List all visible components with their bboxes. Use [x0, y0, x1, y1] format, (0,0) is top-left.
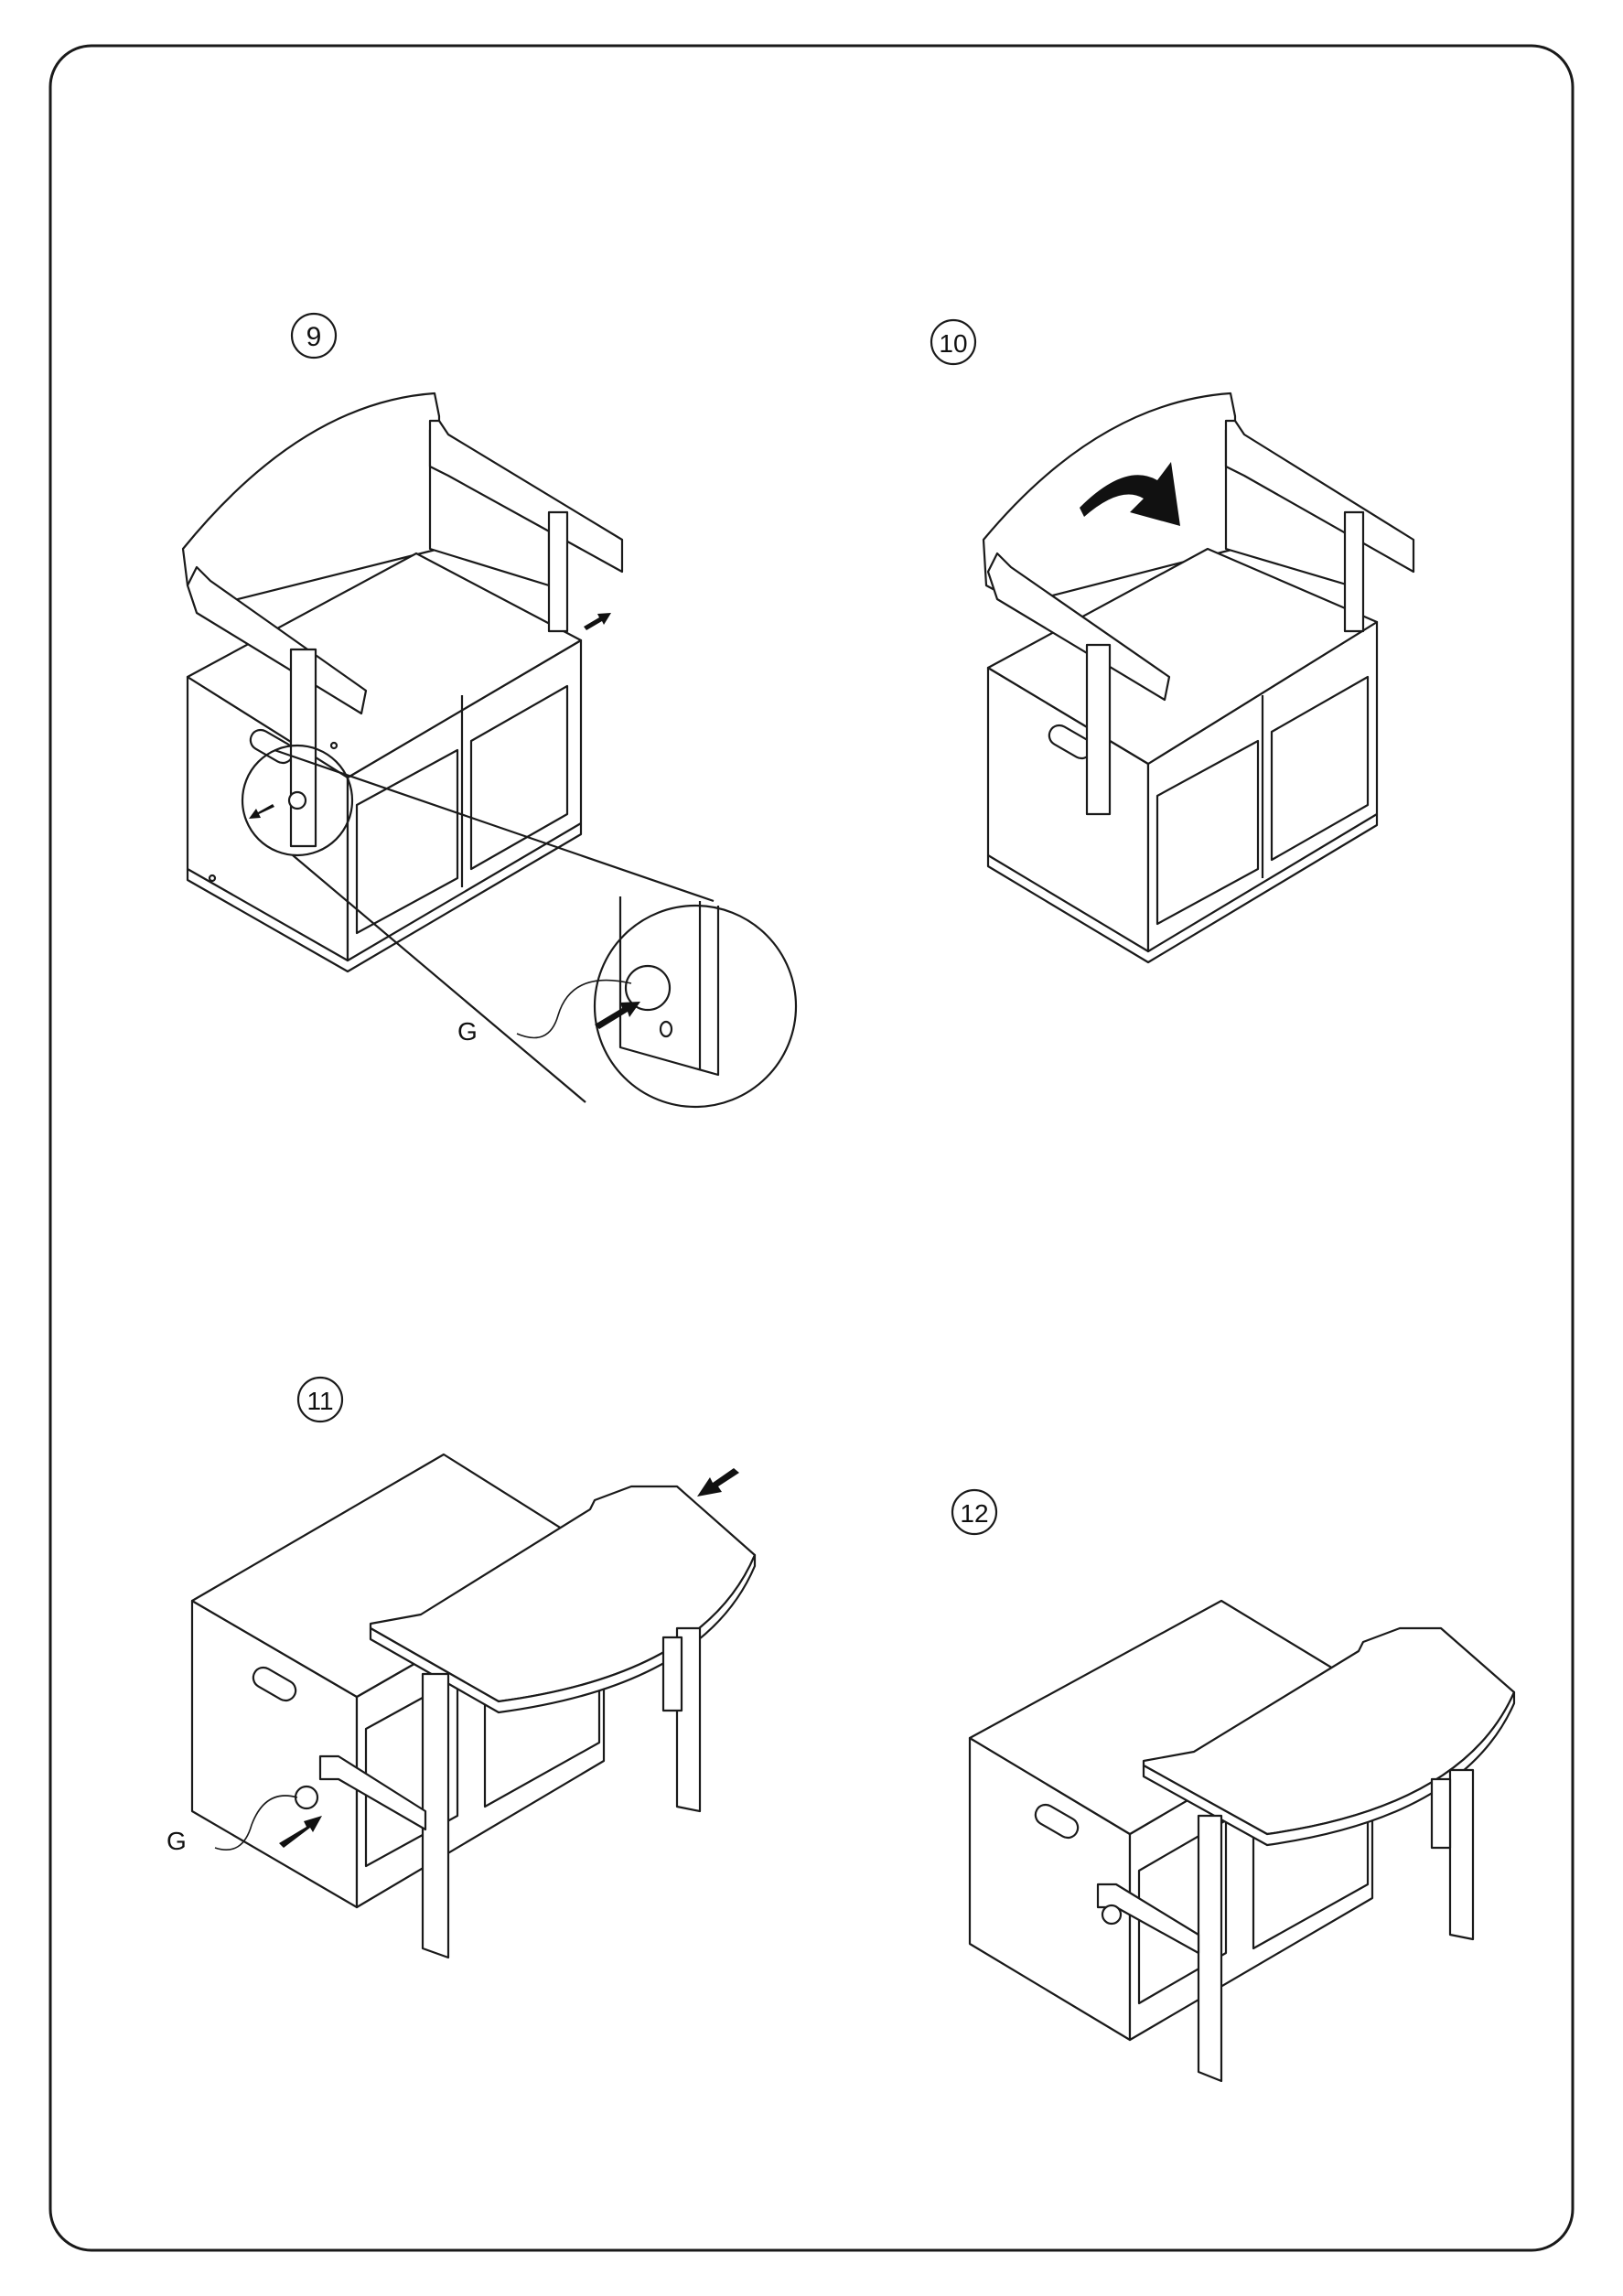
direction-arrow [279, 1468, 739, 1848]
step-number: 10 [939, 329, 967, 358]
step-number-badge: 12 [951, 1488, 998, 1536]
detail-zoom: G [241, 744, 798, 1109]
direction-arrow [249, 613, 611, 819]
chair-illustration [982, 392, 1415, 964]
step-number: 9 [306, 322, 322, 352]
step-number: 11 [306, 1387, 333, 1415]
part-label: G [167, 1827, 187, 1855]
desk-illustration [190, 1453, 757, 1959]
rotation-arrow [1080, 462, 1180, 526]
step-number-badge: 11 [296, 1376, 344, 1423]
desk-illustration [968, 1599, 1516, 2083]
step-12: 12 [951, 1488, 1516, 2083]
step-number-badge: 9 [290, 312, 338, 359]
step-9: 9 [181, 312, 798, 1109]
step-number: 12 [960, 1499, 988, 1528]
part-leader-line [214, 1795, 298, 1851]
step-10: 10 [930, 318, 1415, 964]
page-border [48, 44, 1575, 2252]
part-label: G [457, 1017, 478, 1046]
step-11: 11 G [167, 1376, 757, 1959]
step-number-badge: 10 [930, 318, 977, 366]
chair-illustration [181, 392, 624, 973]
